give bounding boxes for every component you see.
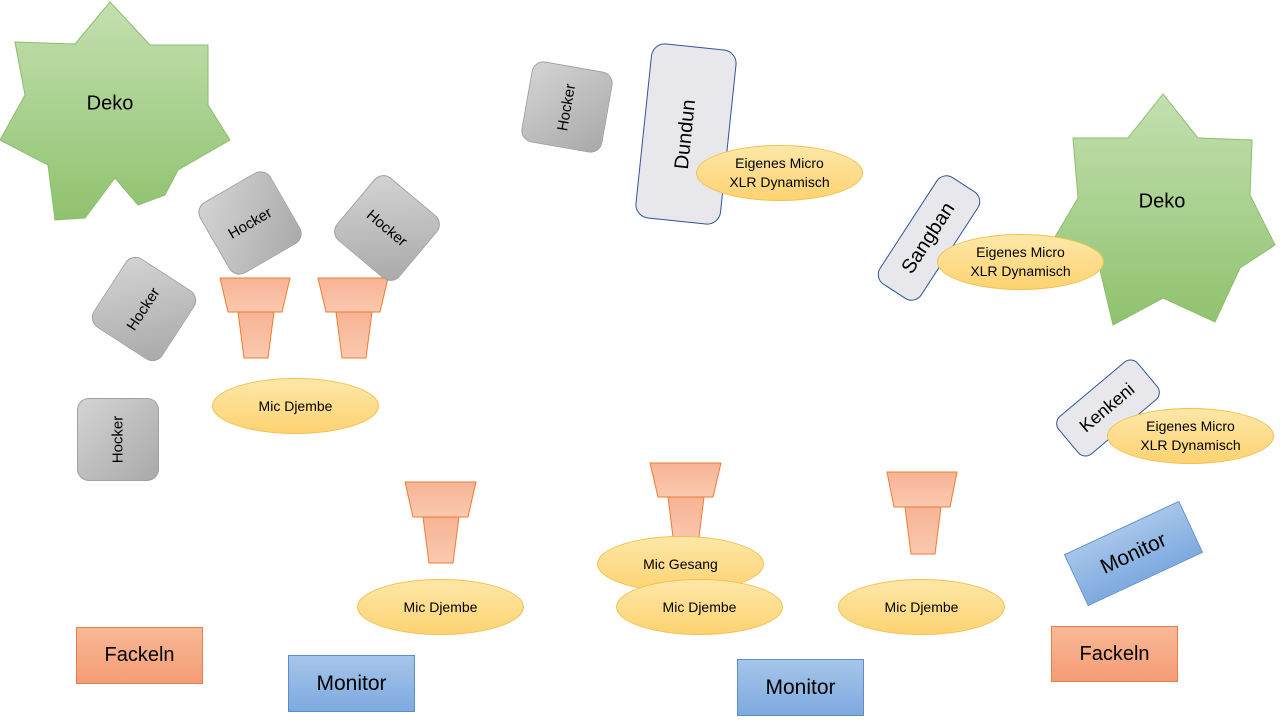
own-mic-line2: XLR Dynamisch <box>1140 437 1241 453</box>
dundun-drum[interactable]: Dundun <box>634 41 738 227</box>
deko-star-right <box>1051 93 1276 326</box>
monitor-label: Monitor <box>765 675 836 699</box>
own-mic-line2: XLR Dynamisch <box>729 174 830 190</box>
own-mic-line1: Eigenes Micro <box>1146 418 1235 434</box>
own-mic-line2: XLR Dynamisch <box>970 263 1071 279</box>
deko-star-left <box>0 1 231 221</box>
mic-djembe-label: Mic Djembe <box>662 598 737 615</box>
fackeln-label: Fackeln <box>1079 642 1150 665</box>
monitor-center[interactable]: Monitor <box>737 659 864 716</box>
hocker-label: Hocker <box>123 284 165 334</box>
mic-djembe-label: Mic Djembe <box>884 598 959 615</box>
own-mic-line1: Eigenes Micro <box>976 244 1065 260</box>
monitor-label: Monitor <box>1096 527 1170 579</box>
djembe-drum-2 <box>317 277 389 359</box>
mic-djembe-label: Mic Djembe <box>403 598 478 615</box>
own-mic-line1: Eigenes Micro <box>735 155 824 171</box>
djembe-drum-1 <box>219 277 291 359</box>
hocker-stool-top[interactable]: Hocker <box>519 59 615 155</box>
hocker-label: Hocker <box>363 206 411 250</box>
fackeln-left[interactable]: Fackeln <box>76 627 203 684</box>
mic-djembe-1[interactable]: Mic Djembe <box>212 378 379 434</box>
deko-label-left: Deko <box>86 92 134 115</box>
hocker-label: Hocker <box>109 415 127 464</box>
djembe-drum-4 <box>649 462 722 546</box>
hocker-label: Hocker <box>225 203 275 243</box>
monitor-label: Monitor <box>316 671 387 695</box>
djembe-drum-3 <box>404 481 477 564</box>
deko-label-right: Deko <box>1138 190 1186 213</box>
hocker-label: Hocker <box>554 82 580 132</box>
dundun-label: Dundun <box>670 97 701 170</box>
monitor-left[interactable]: Monitor <box>288 655 415 712</box>
mic-gesang-label: Mic Gesang <box>643 555 718 572</box>
mic-djembe-2[interactable]: Mic Djembe <box>357 579 524 635</box>
mic-djembe-label: Mic Djembe <box>258 397 333 414</box>
djembe-drum-5 <box>886 471 958 555</box>
mic-djembe-4[interactable]: Mic Djembe <box>838 579 1005 635</box>
fackeln-right[interactable]: Fackeln <box>1051 626 1178 682</box>
fackeln-label: Fackeln <box>104 644 175 666</box>
mic-djembe-3[interactable]: Mic Djembe <box>616 579 783 635</box>
hocker-stool-4[interactable]: Hocker <box>77 398 159 481</box>
